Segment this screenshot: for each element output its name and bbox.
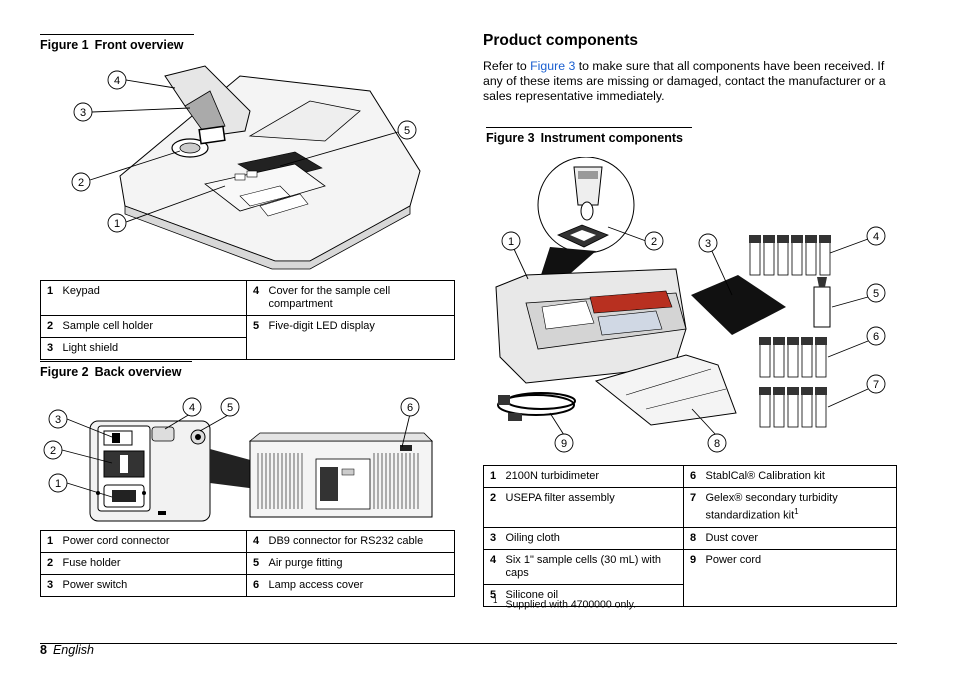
svg-text:4: 4: [873, 231, 879, 243]
svg-text:2: 2: [50, 445, 56, 457]
footer-language: English: [52, 643, 94, 657]
table-row: 3 Oiling cloth 8 Dust cover: [483, 526, 897, 550]
table-row: 1 2100N turbidimeter 6 StablCal® Calibra…: [483, 465, 897, 488]
svg-text:2: 2: [78, 177, 84, 189]
figure3-caption: Figure 3 Instrument components: [486, 127, 692, 145]
figure1-callout-1: 1: [107, 213, 127, 233]
section-intro: Refer to Figure 3 to make sure that all …: [483, 59, 886, 103]
footer-rule: [40, 643, 897, 644]
figure2-callout-5: 5: [220, 397, 240, 417]
svg-text:5: 5: [227, 402, 233, 414]
footnote-mark: 1: [493, 596, 498, 605]
figure1-callout-5: 5: [397, 120, 417, 140]
svg-text:8: 8: [714, 438, 720, 450]
figure3-callout-6: 6: [866, 326, 886, 346]
svg-text:3: 3: [705, 238, 711, 250]
figure1-callout-2: 2: [71, 172, 91, 192]
figure3-link[interactable]: Figure 3: [530, 59, 576, 73]
page-number: 8: [40, 643, 47, 657]
svg-text:9: 9: [561, 438, 567, 450]
svg-text:4: 4: [189, 402, 195, 414]
figure3-callout-3: 3: [698, 233, 718, 253]
figure2-back-overview-illustration: 3 2 1 4 5 6: [43, 397, 433, 522]
figure1-front-overview-illustration: 4 3 5 2 1: [71, 65, 421, 270]
figure3-title: Instrument components: [540, 131, 683, 145]
figure2-callout-6: 6: [400, 397, 420, 417]
svg-text:5: 5: [873, 288, 879, 300]
svg-text:5: 5: [404, 125, 410, 137]
svg-text:1: 1: [55, 478, 61, 490]
figure1-caption: Figure 1 Front overview: [40, 34, 194, 52]
svg-text:4: 4: [114, 75, 120, 87]
footnote-text: Supplied with 4700000 only.: [505, 598, 637, 611]
figure3-callout-4: 4: [866, 226, 886, 246]
figure2-callout-3: 3: [48, 409, 68, 429]
table-row: 5 Silicone oil: [483, 583, 897, 607]
figure2-legend-table: 1 Power cord connector 4 DB9 connector f…: [40, 530, 455, 597]
figure3-callout-1: 1: [501, 231, 521, 251]
table-row: 3 Light shield: [40, 337, 455, 360]
table-row: 2 Sample cell holder 5 Five-digit LED di…: [40, 315, 455, 360]
figure2-callout-1: 1: [48, 473, 68, 493]
figure3-callout-7: 7: [866, 374, 886, 394]
figure1-callout-3: 3: [73, 102, 93, 122]
figure2-title: Back overview: [94, 365, 182, 379]
svg-text:3: 3: [80, 107, 86, 119]
table-row: 1 Keypad 4 Cover for the sample cell com…: [40, 280, 455, 316]
svg-text:1: 1: [508, 236, 514, 248]
figure1-callout-4: 4: [107, 70, 127, 90]
figure3-callout-5: 5: [866, 283, 886, 303]
figure3-callout-9: 9: [554, 433, 574, 453]
footnote-ref: 1: [794, 507, 799, 516]
section-title: Product components: [483, 32, 639, 49]
figure1-number: Figure 1: [40, 38, 89, 52]
figure3-instrument-components-illustration: 1 2 3 4 5 6 7 8 9: [495, 157, 886, 453]
table-row: 4 Six 1" sample cells (30 mL) with caps …: [483, 548, 897, 607]
figure3-callout-8: 8: [707, 433, 727, 453]
table-row: 1 Power cord connector 4 DB9 connector f…: [40, 530, 455, 553]
figure2-caption: Figure 2 Back overview: [40, 361, 192, 379]
figure2-number: Figure 2: [40, 365, 89, 379]
figure1-legend-table: 1 Keypad 4 Cover for the sample cell com…: [40, 280, 455, 360]
figure1-title: Front overview: [94, 38, 184, 52]
figure2-callout-4: 4: [182, 397, 202, 417]
svg-text:2: 2: [651, 236, 657, 248]
page-footer: 8 English: [40, 643, 94, 657]
footnote: 1 Supplied with 4700000 only.: [493, 596, 636, 611]
figure3-callout-2: 2: [644, 231, 664, 251]
figure3-number: Figure 3: [486, 131, 535, 145]
svg-text:6: 6: [407, 402, 413, 414]
figure2-callout-2: 2: [43, 440, 63, 460]
table-row: 2 Fuse holder 5 Air purge fitting: [40, 552, 455, 575]
table-row: 2 USEPA filter assembly 7 Gelex® seconda…: [483, 487, 897, 528]
svg-text:7: 7: [873, 379, 879, 391]
svg-text:6: 6: [873, 331, 879, 343]
svg-text:3: 3: [55, 414, 61, 426]
svg-text:1: 1: [114, 218, 120, 230]
table-row: 3 Power switch 6 Lamp access cover: [40, 574, 455, 597]
figure3-legend-table: 1 2100N turbidimeter 6 StablCal® Calibra…: [483, 465, 897, 607]
